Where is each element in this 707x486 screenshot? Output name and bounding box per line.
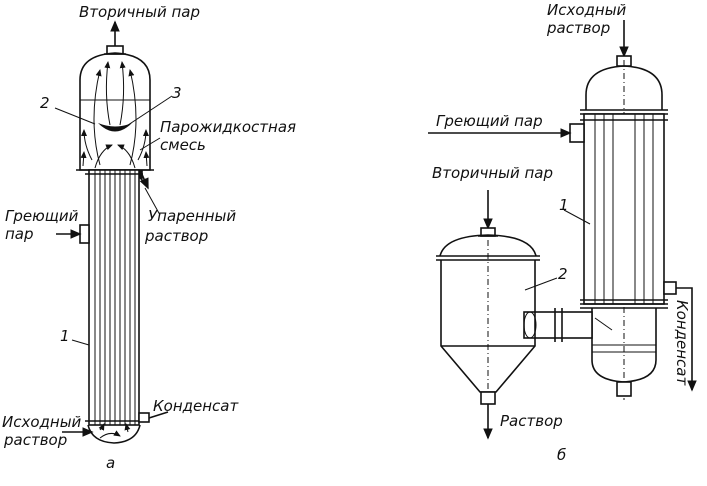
- right-label-1: 1: [559, 196, 569, 214]
- right-evaporator: [428, 20, 697, 440]
- left-deflector: [98, 123, 132, 132]
- left-vapor-liquid-label-1: Парожидкостная: [160, 118, 297, 136]
- left-evaporated-label-2: раствор: [145, 227, 209, 245]
- right-condensate-label: Конденсат: [673, 300, 691, 386]
- right-initial-label-2: раствор: [547, 19, 611, 37]
- left-secondary-vapor-label: Вторичный пар: [79, 3, 201, 21]
- right-solution-label: Раствор: [500, 412, 563, 430]
- right-separator-top: [439, 234, 537, 257]
- left-heating-steam-label-2: пар: [5, 225, 34, 243]
- left-vapor-liquid-label-2: смесь: [160, 136, 206, 154]
- left-evaporator: [54, 20, 173, 444]
- right-caption: б: [557, 446, 567, 464]
- right-label-2: 2: [558, 265, 568, 283]
- left-heating-steam-label-1: Греющий: [5, 207, 79, 225]
- left-label-2: 2: [40, 94, 50, 112]
- left-initial-label-2: раствор: [4, 431, 68, 449]
- left-tube-bundle: [88, 169, 140, 426]
- right-heating-steam-label: Греющий пар: [436, 112, 543, 130]
- right-initial-label-1: Исходный: [547, 1, 627, 19]
- left-condensate-label: Конденсат: [153, 397, 239, 415]
- left-label-1: 1: [60, 327, 70, 345]
- left-separator: [79, 52, 151, 171]
- left-label-3: 3: [172, 84, 182, 102]
- right-heating-chamber: [583, 113, 665, 305]
- left-initial-label-1: Исходный: [2, 413, 82, 431]
- left-evaporated-label-1: Упаренный: [148, 207, 237, 225]
- right-secondary-vapor-label: Вторичный пар: [432, 164, 554, 182]
- left-caption: а: [106, 454, 116, 472]
